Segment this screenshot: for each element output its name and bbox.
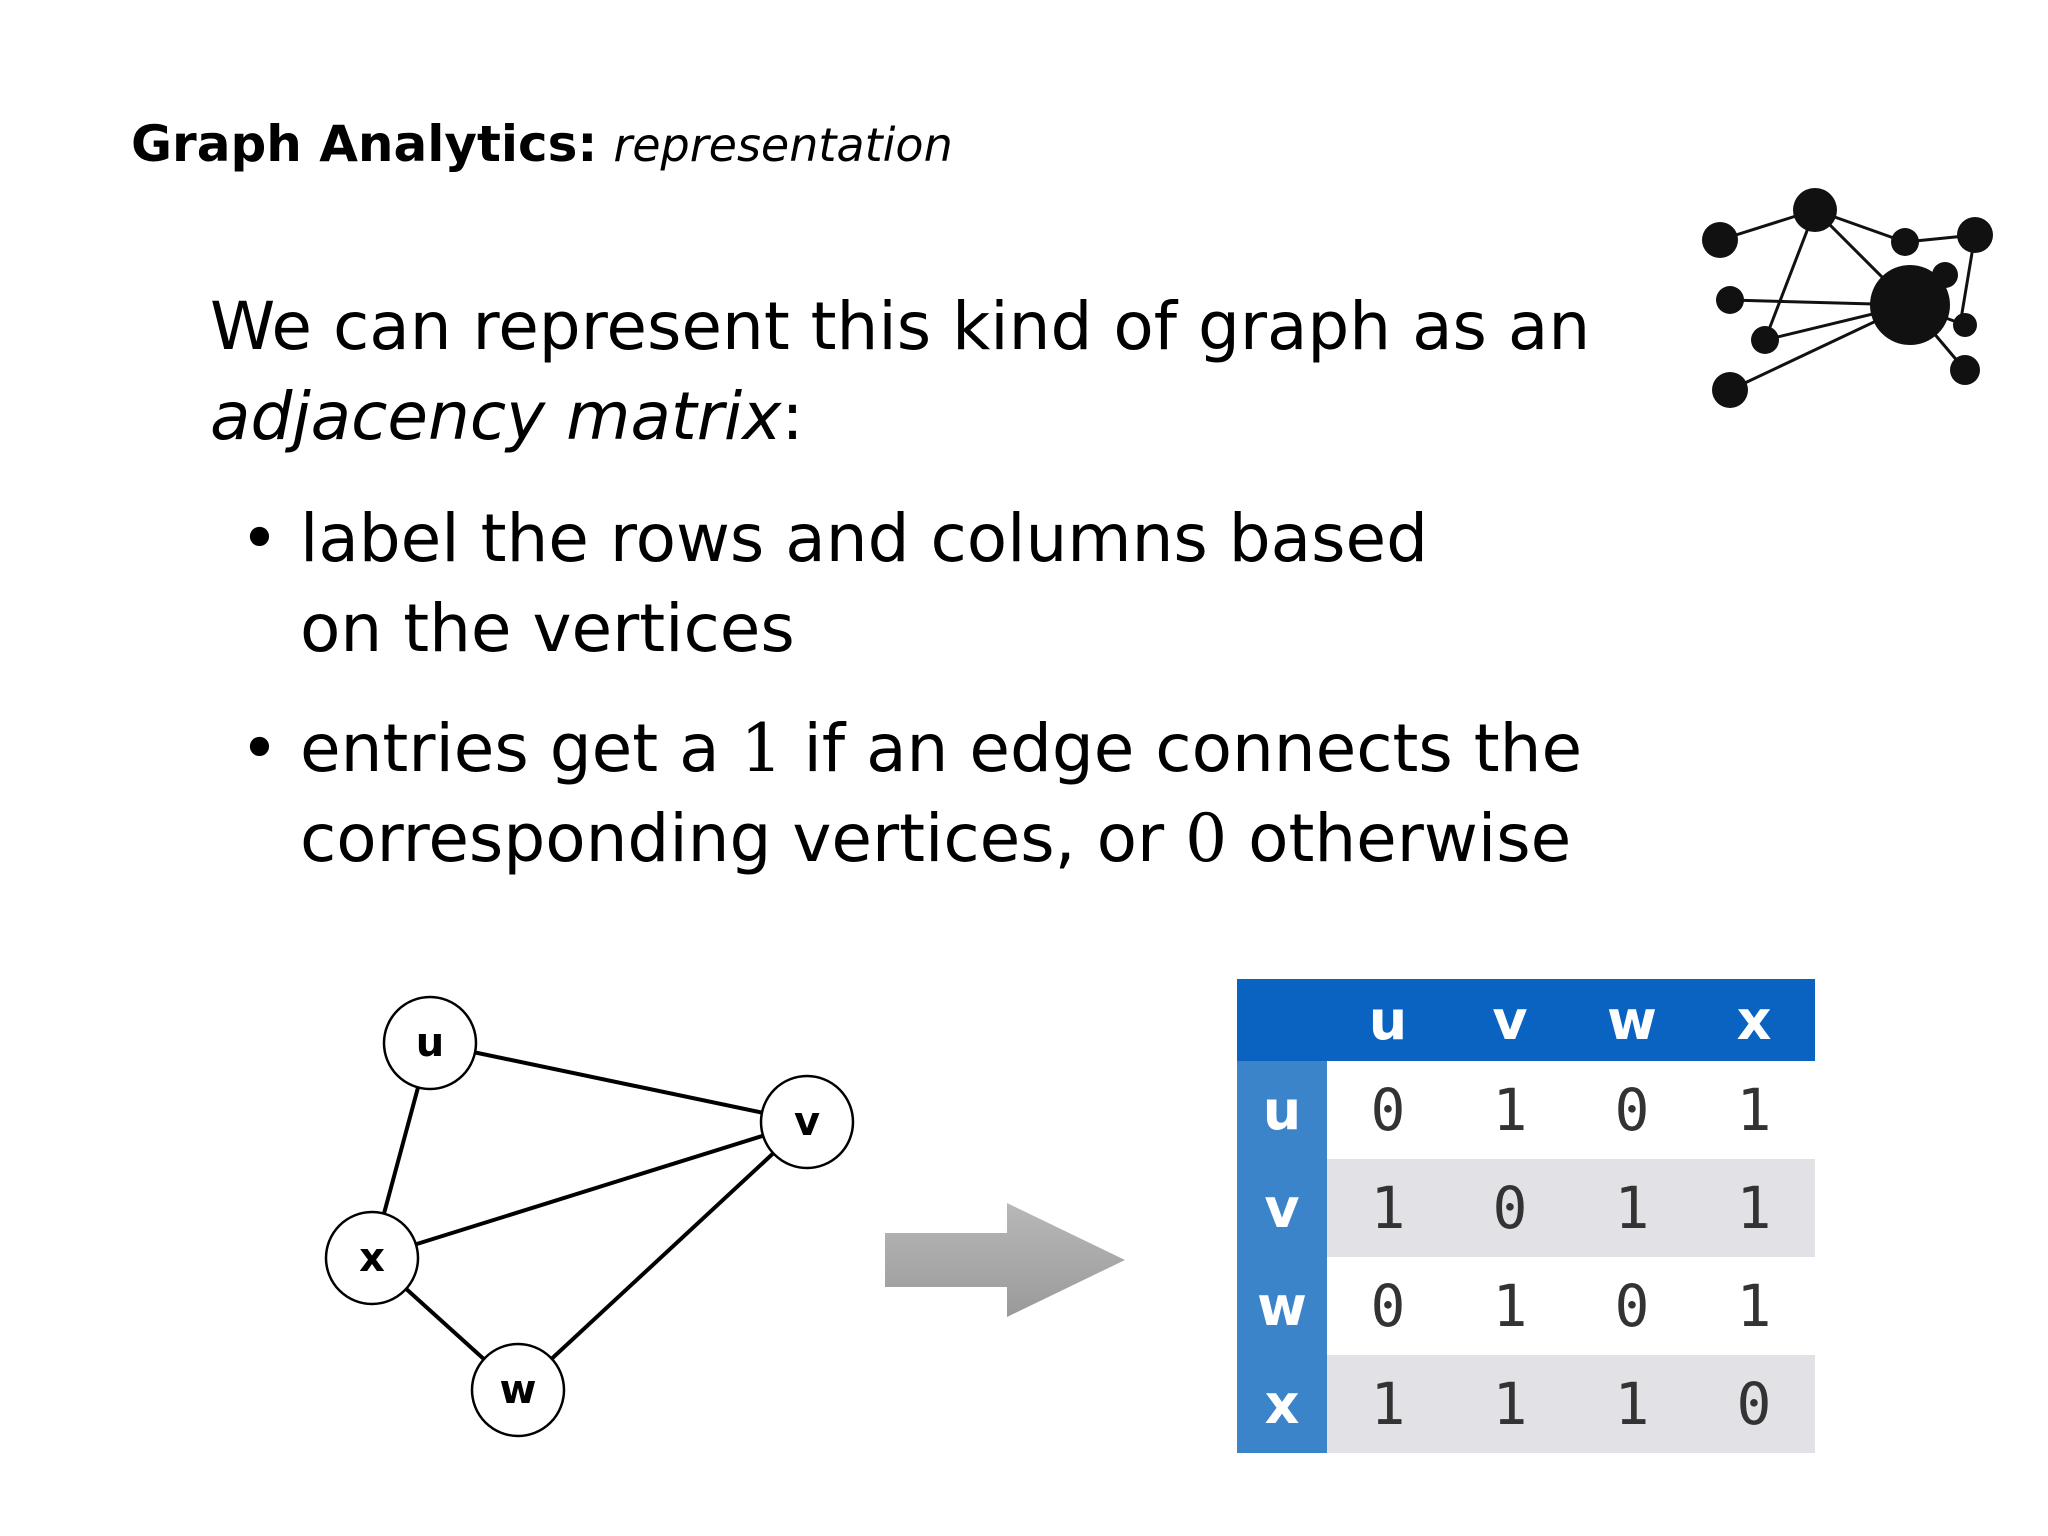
- node-label-w: w: [500, 1367, 537, 1413]
- right-arrow-icon: [885, 1203, 1125, 1317]
- bullet-2-text-a: entries get a: [300, 710, 741, 787]
- graph-node-w: w: [470, 1342, 566, 1438]
- bullet-2-text-c: corresponding vertices, or: [300, 800, 1186, 877]
- matrix-header-row: u v w x: [1237, 979, 1815, 1061]
- bullet-2-zero: 0: [1185, 800, 1228, 877]
- node-label-u: u: [416, 1020, 444, 1066]
- title-italic: representation: [613, 118, 953, 172]
- edge-x-v: [371, 1120, 808, 1260]
- bullet-dot: •: [240, 500, 279, 577]
- matrix-cell: 1: [1571, 1159, 1693, 1257]
- matrix-cell: 1: [1693, 1257, 1815, 1355]
- matrix-row: u 0 1 0 1: [1237, 1061, 1815, 1159]
- title-bold: Graph Analytics:: [131, 115, 598, 173]
- matrix-cell: 0: [1327, 1257, 1449, 1355]
- bullet-item: • entries get a 1 if an edge connects th…: [240, 704, 1582, 884]
- intro-colon: :: [781, 378, 804, 455]
- matrix-cell: 1: [1327, 1159, 1449, 1257]
- bullet-1-line-1: label the rows and columns based: [300, 500, 1428, 577]
- bullet-2-text-b: if an edge connects the: [782, 710, 1583, 787]
- matrix-cell: 1: [1327, 1355, 1449, 1453]
- intro-text: We can represent this kind of graph as a…: [210, 282, 1590, 462]
- bullet-item: • label the rows and columns based on th…: [240, 494, 1582, 674]
- bullet-2-text-d: otherwise: [1227, 800, 1572, 877]
- edge-u-v: [429, 1041, 808, 1124]
- matrix-row: w 0 1 0 1: [1237, 1257, 1815, 1355]
- network-graph-icon: [1702, 188, 1993, 408]
- matrix-cell: 1: [1449, 1355, 1571, 1453]
- graph-node-x: x: [324, 1210, 420, 1306]
- matrix-row: v 1 0 1 1: [1237, 1159, 1815, 1257]
- matrix-col-header: x: [1693, 979, 1815, 1061]
- bullet-2-one: 1: [740, 710, 783, 787]
- matrix-cell: 1: [1449, 1061, 1571, 1159]
- node-label-x: x: [359, 1235, 385, 1281]
- matrix-row-header: w: [1237, 1257, 1327, 1355]
- bullet-1-line-2: on the vertices: [300, 590, 795, 667]
- adjacency-matrix: u v w x u 0 1 0 1 v 1 0 1 1 w 0 1 0 1 x: [1237, 979, 1815, 1453]
- slide-title: Graph Analytics: representation: [131, 112, 953, 177]
- matrix-col-header: w: [1571, 979, 1693, 1061]
- matrix-cell: 1: [1571, 1355, 1693, 1453]
- graph-node-u: u: [382, 995, 478, 1091]
- matrix-cell: 1: [1693, 1061, 1815, 1159]
- matrix-row-header: v: [1237, 1159, 1327, 1257]
- matrix-cell: 0: [1571, 1061, 1693, 1159]
- matrix-corner: [1237, 979, 1327, 1061]
- matrix-cell: 0: [1327, 1061, 1449, 1159]
- graph-node-v: v: [759, 1074, 855, 1170]
- matrix-cell: 0: [1571, 1257, 1693, 1355]
- matrix-cell: 1: [1449, 1257, 1571, 1355]
- matrix-col-header: u: [1327, 979, 1449, 1061]
- matrix-row-header: u: [1237, 1061, 1327, 1159]
- matrix-row: x 1 1 1 0: [1237, 1355, 1815, 1453]
- matrix-row-header: x: [1237, 1355, 1327, 1453]
- edge-w-v: [516, 1120, 809, 1392]
- bullet-list: • label the rows and columns based on th…: [240, 494, 1582, 914]
- intro-emphasis: adjacency matrix: [210, 378, 782, 455]
- node-label-v: v: [794, 1099, 820, 1145]
- matrix-cell: 0: [1449, 1159, 1571, 1257]
- matrix-cell: 1: [1693, 1159, 1815, 1257]
- intro-line-1: We can represent this kind of graph as a…: [210, 288, 1591, 365]
- graph-diagram: u v x w: [324, 995, 855, 1438]
- bullet-dot: •: [240, 710, 279, 787]
- matrix-cell: 0: [1693, 1355, 1815, 1453]
- matrix-col-header: v: [1449, 979, 1571, 1061]
